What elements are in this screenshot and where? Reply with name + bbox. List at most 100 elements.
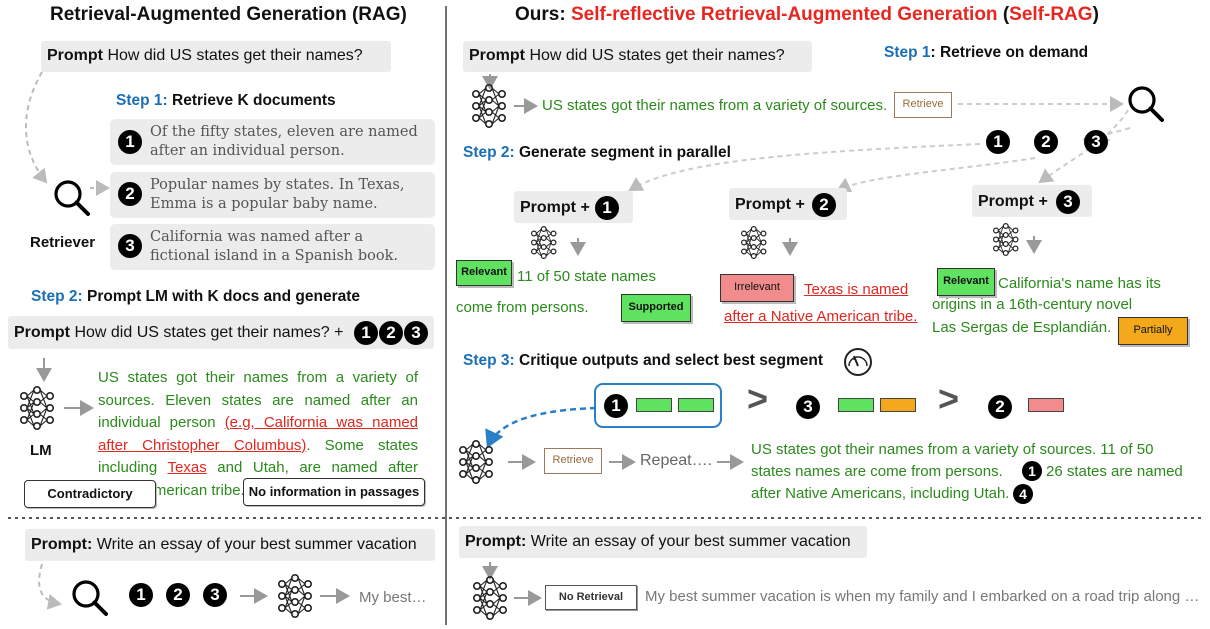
doc-number-badge: 3 <box>118 234 142 258</box>
step-number: Step 1: <box>116 92 168 109</box>
retrieved-doc-3: California was named after a fictional i… <box>110 224 435 270</box>
segment-number-badge: 2 <box>1034 130 1058 154</box>
bottom-left-prompt-box: Prompt: Write an essay of your best summ… <box>25 529 435 561</box>
search-icon <box>1128 86 1164 122</box>
segment-number-badge: 3 <box>1056 190 1080 214</box>
segment1-text: come from persons. <box>456 299 589 316</box>
prompt-label: Prompt: <box>31 536 93 553</box>
greater-than: > <box>747 378 769 419</box>
first-output-text: US states got their names from a variety… <box>542 97 888 114</box>
bottom-right-prompt-box: Prompt: Write an essay of your best summ… <box>459 526 867 558</box>
step-number: Step 2: <box>463 144 515 161</box>
left-step1-heading: Step 1: Retrieve K documents <box>116 92 336 110</box>
step-text: Generate segment in parallel <box>519 144 731 161</box>
prompt-label: Prompt <box>47 47 103 64</box>
lm-label: LM <box>30 442 52 459</box>
right-title: Ours: Self-reflective Retrieval-Augmente… <box>515 4 1099 26</box>
critique-token-relevant <box>838 398 874 412</box>
prompt-label: Prompt: <box>465 533 527 550</box>
title-paren: ( <box>1002 4 1010 25</box>
title-prefix: Ours: <box>515 4 566 25</box>
prompt-plus-label: Prompt + <box>978 193 1048 210</box>
irrelevant-token: Irrelevant <box>720 274 794 302</box>
doc-number-badge: 1 <box>129 583 153 607</box>
best-segment-frame <box>594 383 722 428</box>
retrieve-token: Retrieve <box>544 448 602 474</box>
segment2-text: after a Native American tribe. <box>724 308 918 325</box>
prompt-text: Write an essay of your best summer vacat… <box>530 533 851 550</box>
doc-number-badge: 1 <box>118 130 142 154</box>
doc-text: California was named after a fictional i… <box>150 229 399 264</box>
bottom-right-output: My best summer vacation is when my famil… <box>645 588 1200 605</box>
prompt-text: How did US states get their names? + <box>74 324 344 341</box>
step-number: Step 1 <box>884 44 931 61</box>
critique-token-supported <box>636 398 672 412</box>
segment3-text: origins in a 16th-century novel <box>932 296 1133 313</box>
final-output-line: after Native Americans, including Utah. <box>751 485 1010 502</box>
final-output-line: US states got their names from a variety… <box>751 441 1154 458</box>
search-icon <box>72 580 108 616</box>
final-output-line: states names are come from persons. <box>751 463 1003 480</box>
critique-token-partially <box>880 398 916 412</box>
segment-number-badge: 2 <box>988 395 1012 419</box>
critique-token-relevant <box>678 398 714 412</box>
prompt-label: Prompt <box>14 324 70 341</box>
segment-number-badge: 1 <box>604 394 628 418</box>
output-text-unsupported: Texas <box>167 459 207 476</box>
neural-network-icon <box>19 385 55 431</box>
relevant-token: Relevant <box>937 268 995 296</box>
segment2-text: Texas is named <box>804 281 909 298</box>
prompt-text: Write an essay of your best summer vacat… <box>96 536 417 553</box>
title-main: Self-reflective Retrieval-Augmented Gene… <box>570 4 998 25</box>
search-icon <box>54 180 90 216</box>
no-info-callout: No information in passages <box>243 478 425 506</box>
segment3-text: California's name has its <box>998 275 1161 292</box>
retrieve-token: Retrieve <box>894 92 952 118</box>
step-text: Critique outputs and select best segment <box>519 352 824 369</box>
segment-number-badge: 1 <box>595 196 619 220</box>
segment1-text: 11 of 50 state names <box>517 268 656 285</box>
right-step2-heading: Step 2: Generate segment in parallel <box>463 144 731 162</box>
step-text: Retrieve K documents <box>172 92 336 109</box>
citation-badge: 1 <box>1022 461 1042 481</box>
prompt-plus-label: Prompt + <box>735 196 805 213</box>
left-step2-heading: Step 2: Prompt LM with K docs and genera… <box>31 288 360 306</box>
citation-badge: 4 <box>1013 484 1033 504</box>
relevant-token: Relevant <box>456 260 512 286</box>
prompt-plus-1: Prompt + <box>514 191 633 223</box>
repeat-text: Repeat…. <box>640 452 713 469</box>
title-abbr: Self-RAG <box>1009 4 1093 25</box>
neural-network-icon <box>277 573 313 619</box>
left-prompt-box: Prompt How did US states get their names… <box>41 41 391 72</box>
segment-number-badge: 2 <box>812 193 836 217</box>
neural-network-icon <box>530 226 557 259</box>
retrieved-doc-1: Of the fifty states, eleven are named af… <box>110 119 435 165</box>
neural-network-icon <box>471 84 507 128</box>
doc-number-badge: 3 <box>203 583 227 607</box>
prompt-text: How did US states get their names? <box>107 47 363 64</box>
right-prompt-box: Prompt How did US states get their names… <box>463 41 812 72</box>
output-text-green: . Some states including <box>98 436 418 477</box>
neural-network-icon <box>472 575 508 621</box>
title-paren: ) <box>1092 4 1099 25</box>
output-text-green: US states got their names from a variety… <box>98 369 418 431</box>
greater-than: > <box>938 378 960 419</box>
gauge-icon <box>844 348 872 376</box>
retriever-label: Retriever <box>30 234 96 251</box>
segment3-text: Las Sergas de Esplandián. <box>932 319 1112 336</box>
contradictory-callout: Contradictory <box>24 480 156 508</box>
neural-network-icon <box>740 226 767 259</box>
critique-token-irrelevant <box>1028 398 1064 412</box>
step-text: Prompt LM with K docs and generate <box>87 288 360 305</box>
segment-number-badge: 3 <box>1084 130 1108 154</box>
segment-number-badge: 3 <box>796 395 820 419</box>
right-step1-heading: Step 1: Retrieve on demand <box>884 44 1088 62</box>
doc-number-badge: 1 <box>354 321 378 345</box>
prompt-text: How did US states get their names? <box>529 47 785 64</box>
neural-network-icon <box>458 439 494 485</box>
segment-number-badge: 1 <box>986 130 1010 154</box>
output-text-contradictory: (e.g, California was named after Christo… <box>98 414 419 454</box>
neural-network-icon <box>992 223 1019 256</box>
right-step3-heading: Step 3: Critique outputs and select best… <box>463 352 823 370</box>
doc-number-badge: 2 <box>118 182 142 206</box>
